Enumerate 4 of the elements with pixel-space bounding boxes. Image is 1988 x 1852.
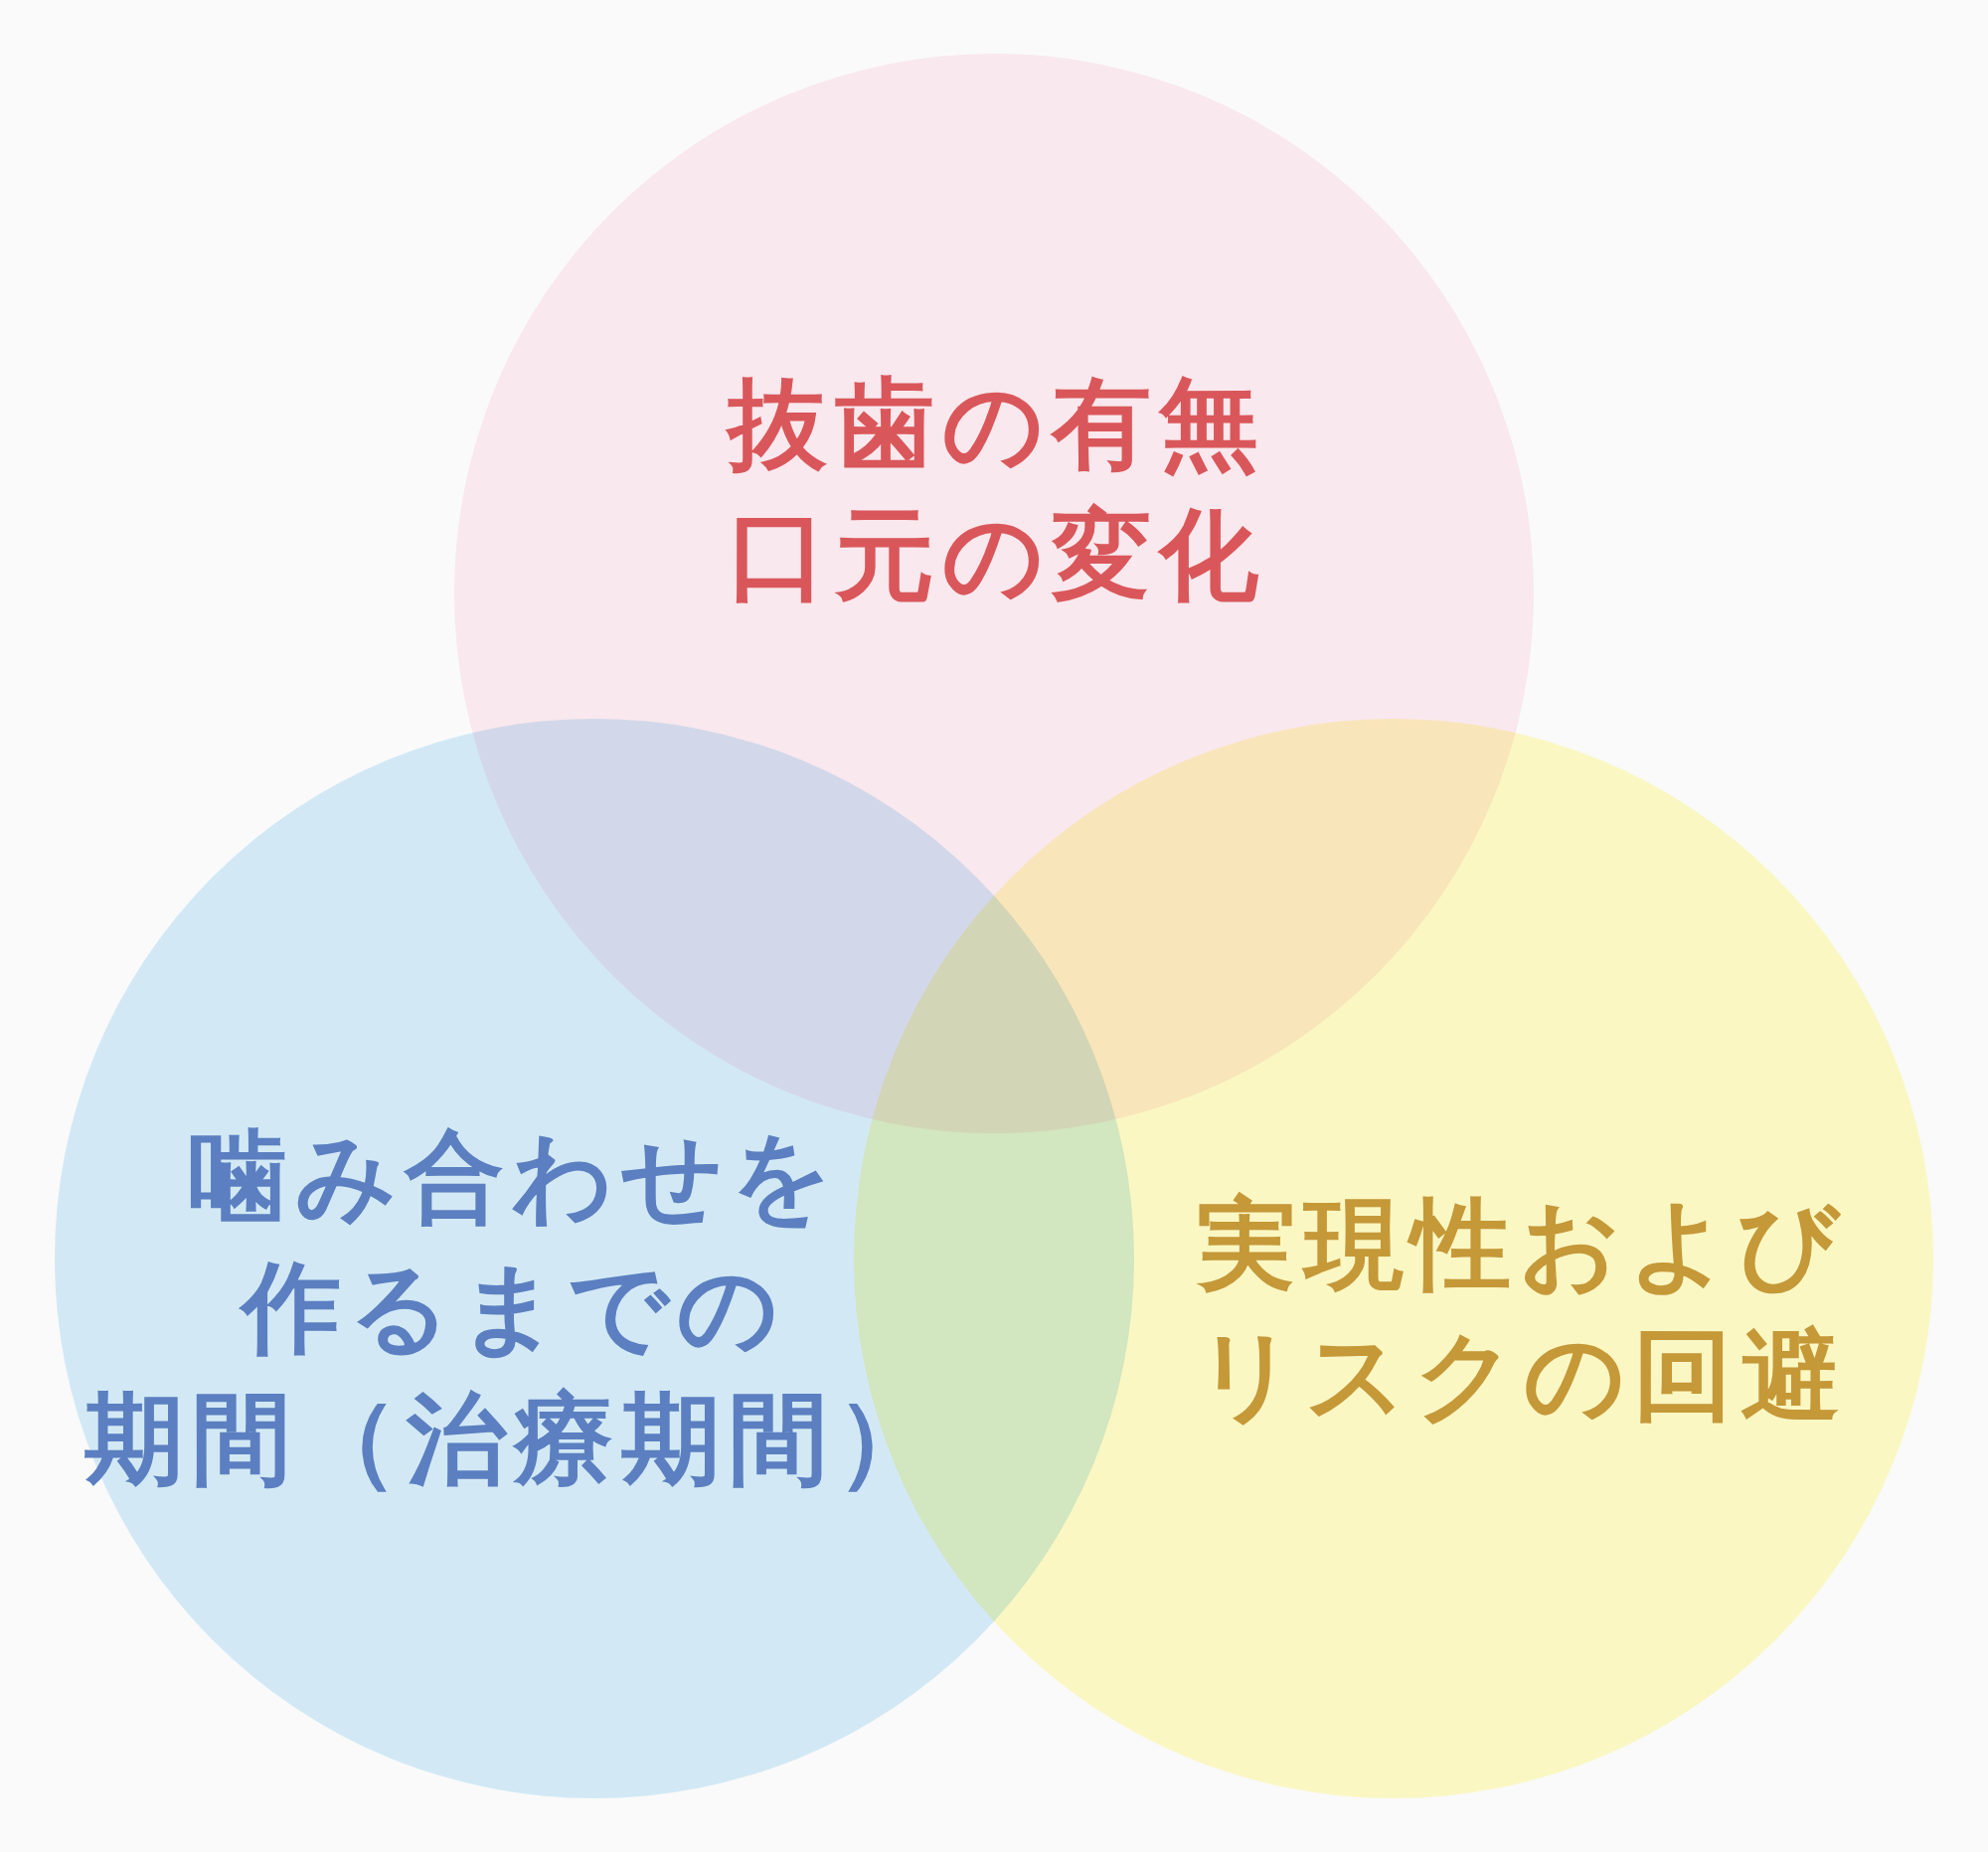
circle-label: 口元の変化 — [727, 496, 1267, 615]
circle-label: 噛み合わせを作るまでの期間（治療期間） — [83, 1117, 944, 1499]
circle-label: 抜歯の有無 — [725, 365, 1267, 484]
circle-label: 実現性およびリスクの回避 — [1195, 1185, 1849, 1435]
